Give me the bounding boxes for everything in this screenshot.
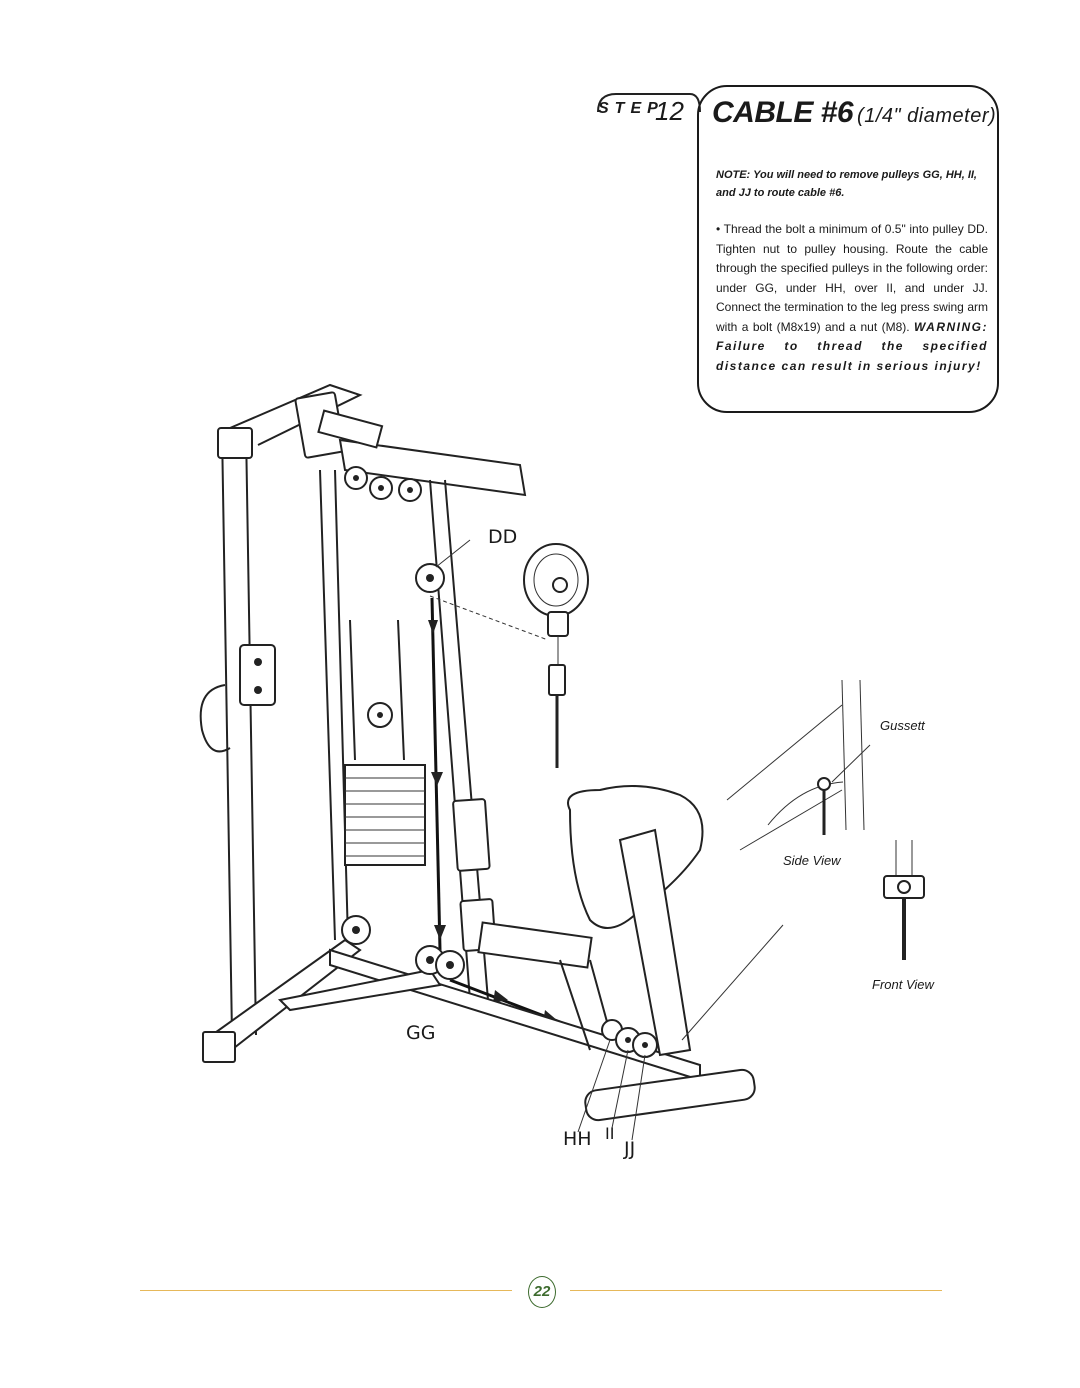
label-jj: JJ [624, 1138, 636, 1160]
step-word: STEP [598, 100, 664, 117]
pulley-hh-ii-jj [601, 1019, 658, 1058]
label-front-view: Front View [872, 977, 934, 992]
label-dd: DD [488, 526, 518, 548]
arrow-down-icon [428, 597, 446, 951]
label-gussett: Gussett [880, 718, 925, 733]
warning-text: Failure to thread the specified distance… [716, 339, 988, 373]
footer-rule-left [140, 1290, 512, 1291]
pulley-gg [341, 915, 465, 980]
page-number: 22 [528, 1276, 556, 1308]
pulley-dd [415, 563, 445, 593]
gussett-inset [681, 679, 925, 1041]
title-subtitle: (1/4" diameter) [857, 105, 997, 127]
footer-rule-right [570, 1290, 942, 1291]
pulley-icon [344, 466, 422, 502]
warning-label: WARNING: [913, 319, 988, 334]
page-title: CABLE #6(1/4" diameter) [712, 96, 996, 130]
label-hh: HH [563, 1128, 592, 1150]
weight-stack [344, 702, 426, 866]
label-ii: II [605, 1124, 615, 1143]
top-beam [338, 438, 527, 497]
instruction-box [697, 85, 999, 413]
pulley-dd-detail [523, 543, 589, 768]
label-gg: GG [406, 1022, 436, 1044]
note-text: NOTE: You will need to remove pulleys GG… [716, 169, 977, 199]
instruction-text: • Thread the bolt a minimum of 0.5" into… [716, 222, 988, 334]
step-number: 12 [655, 96, 684, 126]
instruction-body: • Thread the bolt a minimum of 0.5" into… [716, 220, 988, 376]
label-side-view: Side View [783, 853, 841, 868]
left-upright [221, 429, 257, 1036]
title-text: CABLE #6 [712, 96, 854, 129]
